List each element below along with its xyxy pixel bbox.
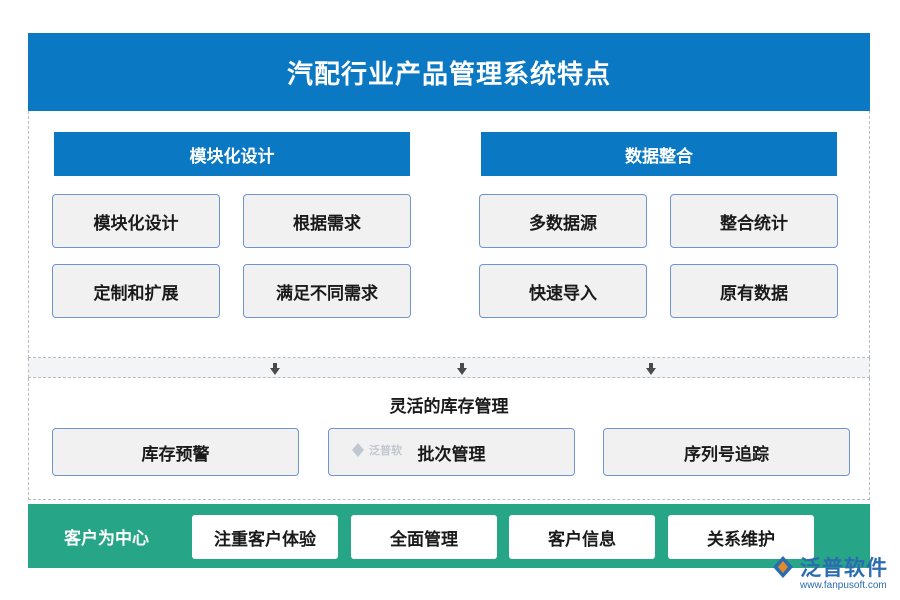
fanpu-logo-icon [773,556,793,578]
customer-item: 关系维护 [668,515,814,559]
modular-item: 定制和扩展 [52,264,220,318]
brand-logo: 泛普软件 [770,552,888,582]
page-title: 汽配行业产品管理系统特点 [28,33,870,111]
integration-item: 多数据源 [479,194,647,248]
customer-item: 全面管理 [351,515,497,559]
modular-item: 满足不同需求 [243,264,411,318]
modular-item: 根据需求 [243,194,411,248]
down-arrow-icon [646,363,656,375]
inventory-item: 库存预警 [52,428,299,476]
brand-name: 泛普软件 [800,556,888,580]
fanpu-logo-icon [352,443,364,457]
integration-item: 快速导入 [479,264,647,318]
inventory-title: 灵活的库存管理 [389,397,509,417]
inventory-item: 批次管理 [328,428,575,476]
customer-label: 客户为中心 [64,528,149,549]
integration-item: 原有数据 [670,264,838,318]
customer-item: 注重客户体验 [192,515,338,559]
integration-item: 整合统计 [670,194,838,248]
watermark-text: 泛普软 [369,444,402,457]
watermark: 泛普软 [350,442,402,458]
down-arrow-icon [457,363,467,375]
customer-item: 客户信息 [509,515,655,559]
modular-item: 模块化设计 [52,194,220,248]
down-arrow-icon [270,363,280,375]
brand-url: www.fanpusoft.com [800,580,887,591]
features-panel [28,111,870,358]
connector-strip [28,358,870,378]
modular-design-header: 模块化设计 [54,132,410,176]
data-integration-header: 数据整合 [481,132,837,176]
inventory-panel [28,378,870,500]
inventory-item: 序列号追踪 [603,428,850,476]
